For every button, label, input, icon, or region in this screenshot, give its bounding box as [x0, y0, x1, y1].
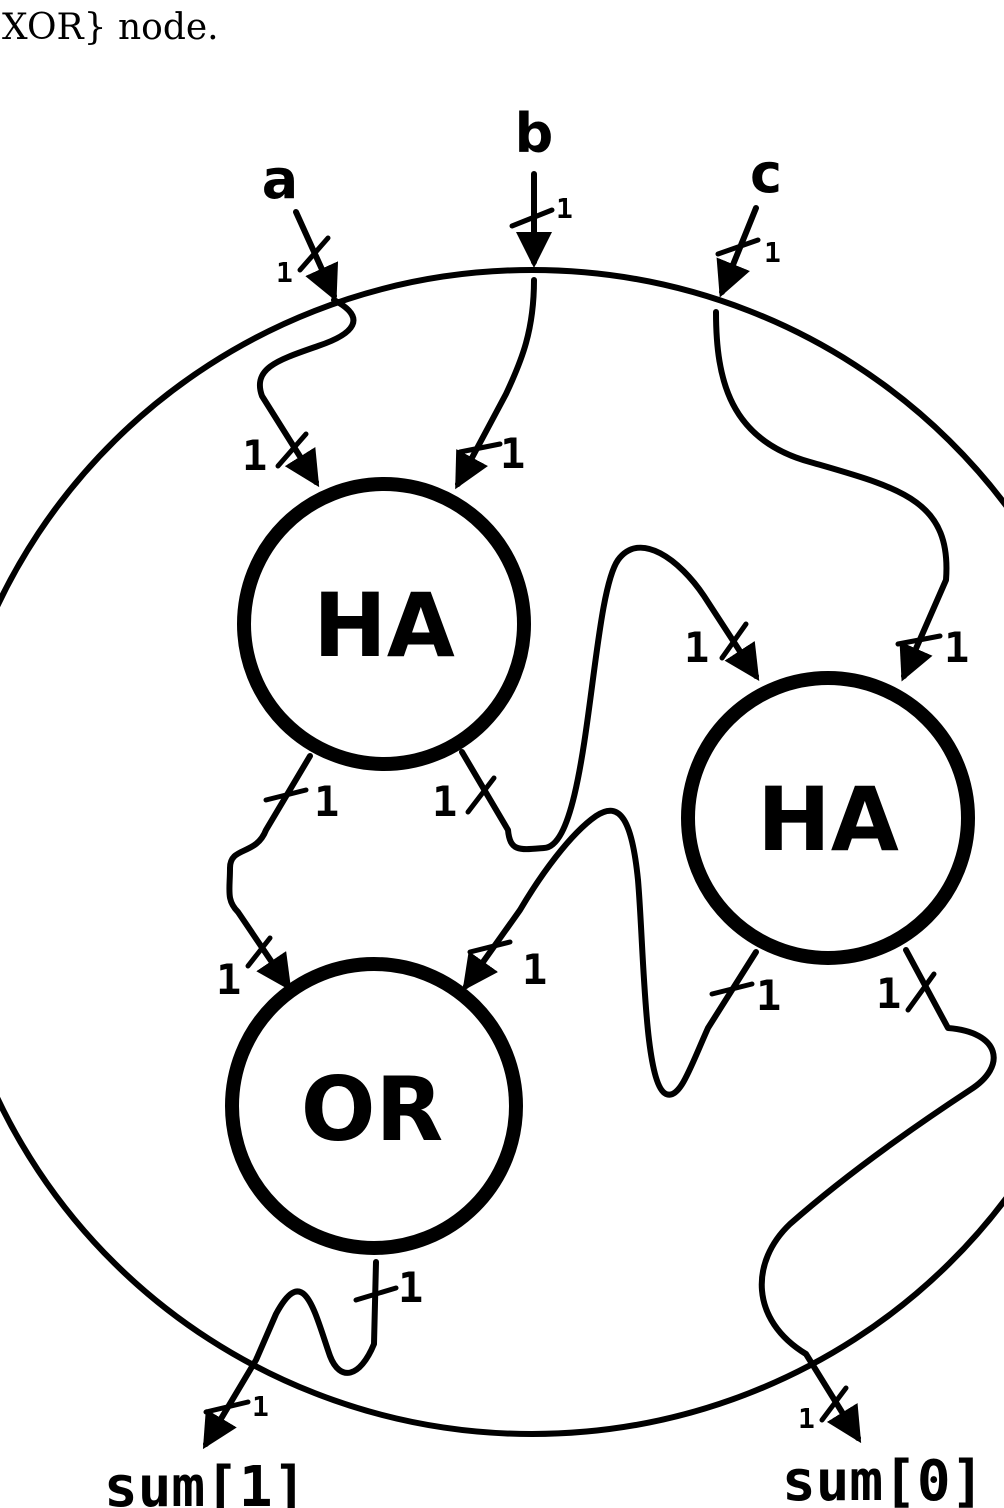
tick-c-in	[715, 237, 761, 257]
ha1-node	[237, 477, 531, 771]
width-ha2-in-left: 1	[684, 623, 709, 672]
width-or-in-left: 1	[216, 955, 241, 1004]
wire-ha2-right-to-sum0	[758, 947, 997, 1444]
width-sum0-out: 1	[798, 1402, 815, 1435]
width-or-out: 1	[398, 1263, 423, 1312]
or-node	[225, 957, 523, 1255]
tick-or-in-right	[467, 939, 513, 955]
ha1-label: HA	[313, 574, 455, 677]
output-sum0-label: sum[0]	[782, 1449, 984, 1508]
wire-ha2-left-to-or	[462, 807, 759, 1098]
tick-ha1-out-left	[263, 787, 309, 803]
input-a-label: a	[262, 148, 298, 211]
ha2-node	[681, 671, 975, 965]
tick-or-in-left	[245, 935, 273, 969]
input-c-label: c	[750, 142, 782, 205]
wire-c-in	[716, 205, 759, 298]
tick-ha1-in-b	[457, 441, 503, 455]
composite-boundary	[0, 267, 1004, 1437]
tick-ha1-out-right	[465, 775, 497, 815]
width-b-in: 1	[556, 192, 573, 225]
wire-b-to-ha1	[455, 277, 537, 490]
tick-sum0-out	[819, 1385, 849, 1423]
tick-a-in	[297, 235, 331, 273]
tick-ha2-out-right	[905, 971, 937, 1013]
width-a-in: 1	[276, 256, 293, 289]
tick-ha2-out-left	[709, 981, 755, 997]
wire-or-to-sum1	[202, 1259, 379, 1450]
width-sum1-out: 1	[252, 1390, 269, 1423]
width-or-in-right: 1	[522, 945, 547, 994]
wire-a-to-ha1	[257, 297, 357, 488]
width-ha2-out-left: 1	[756, 971, 781, 1020]
width-ha2-out-right: 1	[876, 969, 901, 1018]
tick-b-in	[509, 207, 555, 229]
output-sum1-label: sum[1]	[104, 1455, 306, 1508]
tick-ha1-in-a	[275, 431, 309, 469]
caption-text: XOR} node.	[2, 7, 219, 48]
tick-ha2-in-right	[895, 633, 943, 647]
input-b-label: b	[515, 102, 554, 165]
tick-ha2-in-left	[719, 621, 749, 661]
or-label: OR	[301, 1058, 444, 1161]
width-ha1-in-b: 1	[500, 429, 525, 478]
ha2-label: HA	[757, 768, 899, 871]
width-ha1-out-left: 1	[314, 777, 339, 826]
width-ha1-in-a: 1	[242, 431, 267, 480]
tick-sum1-out	[203, 1399, 251, 1415]
wire-ha1-right-to-ha2	[459, 544, 760, 853]
width-c-in: 1	[764, 236, 781, 269]
wire-c-to-ha2	[713, 309, 950, 682]
width-ha2-in-right: 1	[944, 623, 969, 672]
width-ha1-out-right: 1	[432, 777, 457, 826]
tick-or-out	[353, 1285, 399, 1303]
wire-ha1-left-to-or	[226, 753, 313, 991]
